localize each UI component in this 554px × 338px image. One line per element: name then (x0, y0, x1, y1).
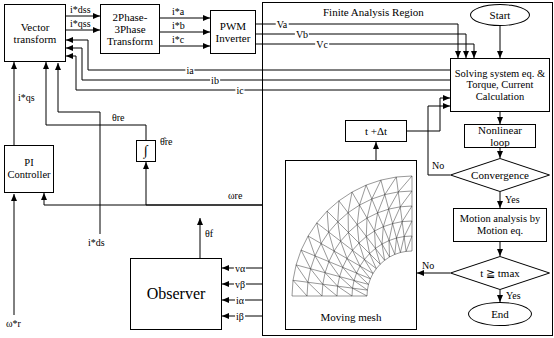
signal-label: i*dss (70, 4, 91, 15)
edge-label: Yes (505, 194, 520, 205)
connector (160, 18, 210, 19)
signal-label: i*c (172, 34, 184, 45)
connector (500, 242, 501, 256)
node-text: t ≧ tmax (480, 267, 520, 279)
node-text: Motion analysis by Motion eq. (456, 213, 544, 236)
edge-label: iα (235, 295, 245, 306)
signal-label: Va (276, 19, 289, 30)
node-text: Vector transform (7, 21, 63, 45)
edge-label: vβ (234, 279, 246, 290)
signal-label: i*qss (70, 18, 91, 29)
node-text: Convergence (471, 169, 529, 181)
connector (146, 162, 262, 205)
node-text: Solving system eq. & Torque, Current Cal… (453, 68, 547, 103)
edge-label: vα (234, 263, 246, 274)
node-text: Observer (147, 285, 206, 303)
connector (500, 112, 501, 124)
connector (66, 30, 100, 31)
mesh-lines (292, 176, 412, 296)
decision-diamond: t ≧ tmax (450, 256, 550, 290)
signal-wire (200, 218, 201, 258)
process-box: ∫ (136, 140, 156, 162)
connector (407, 98, 450, 131)
process-box: 2Phase-3Phase Transform (100, 4, 160, 54)
signal-label: ic (235, 85, 244, 96)
process-box: Vector transform (4, 4, 66, 62)
signal-label: i*ds (88, 237, 105, 248)
mesh-box: Moving mesh (285, 160, 417, 330)
connector (46, 62, 146, 140)
connector (417, 273, 450, 274)
connector (500, 148, 501, 158)
connector (160, 46, 210, 47)
diamond-shape (451, 159, 550, 192)
node-text: Moving mesh (321, 311, 382, 323)
signal-label: ω*r (6, 318, 21, 329)
signal-label: i*b (172, 20, 185, 31)
signal-label: Vc (315, 39, 329, 50)
signal-label: Vb (295, 29, 309, 40)
terminal-oval: Start (470, 4, 530, 26)
region-box: Finite Analysis Region Start t +Δt Solving … (262, 2, 553, 336)
signal-wire (14, 194, 15, 315)
decision-diamond: Convergence (450, 158, 550, 192)
connector (66, 56, 450, 90)
connector (500, 192, 501, 208)
diamond-shape (451, 257, 550, 290)
connector (256, 44, 474, 58)
signal-label: θre (112, 112, 125, 123)
connector (160, 32, 210, 33)
process-box: Motion analysis by Motion eq. (453, 208, 547, 242)
node-text: Nonlinear loop (467, 124, 533, 148)
region-title: Finite Analysis Region (323, 6, 424, 18)
node-text: PI Controller (7, 157, 51, 180)
connector (376, 142, 377, 160)
signal-label: i*a (172, 6, 184, 17)
node-text: 2Phase-3Phase Transform (103, 11, 157, 47)
edge-label: iβ (235, 311, 245, 322)
process-box: Observer (130, 258, 222, 330)
node-text: End (491, 308, 509, 320)
edge-label: No (432, 160, 444, 171)
process-box: PI Controller (4, 145, 54, 193)
signal-label: ωre (228, 190, 242, 201)
connector (66, 16, 100, 17)
connector (428, 106, 450, 175)
mesh-illustration (292, 176, 412, 296)
node-text: Start (490, 9, 511, 21)
edge-label: No (422, 260, 434, 271)
connector (500, 290, 501, 302)
signal-label: ia (185, 65, 194, 76)
process-box: Nonlinear loop (464, 124, 536, 148)
process-box: PWM Inverter (210, 10, 256, 54)
connector (256, 34, 466, 58)
process-box: Solving system eq. & Torque, Current Cal… (450, 58, 550, 112)
edge-label: Yes (506, 290, 521, 301)
node-text: t +Δt (365, 125, 387, 137)
signal-label: ib (210, 75, 220, 86)
signal-label: i*qs (18, 92, 35, 103)
process-box: t +Δt (345, 120, 407, 142)
signal-label: θf (205, 228, 213, 239)
signal-wire (58, 63, 100, 234)
node-text: ∫ (144, 143, 148, 158)
connector (14, 62, 15, 145)
signal-label: θ̂re (160, 136, 173, 147)
connector (500, 26, 501, 58)
node-text: PWM Inverter (213, 20, 253, 44)
terminal-oval: End (468, 302, 532, 326)
